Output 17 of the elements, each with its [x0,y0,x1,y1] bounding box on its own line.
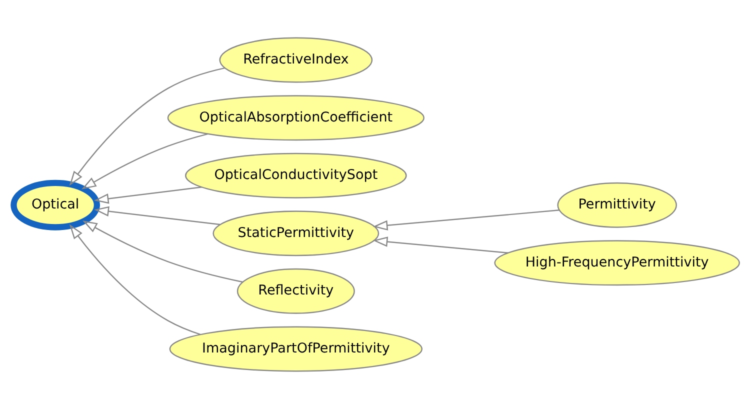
node-ellipse: OpticalConductivitySopt [185,152,407,198]
node-ellipse: High-FrequencyPermittivity [494,240,740,286]
node-ellipse: Optical [10,180,100,230]
arrow [82,220,243,283]
node-ellipse: StaticPermittivity [212,210,380,256]
arrow [94,186,202,204]
arrow [94,206,220,226]
node-ellipse: OpticalAbsorptionCoefficient [167,95,424,141]
arrow [372,210,560,231]
node-ellipse: Reflectivity [236,268,355,314]
node-ellipse: RefractiveIndex [219,37,373,83]
node-ellipse: Permittivity [557,182,677,228]
node-ellipse: ImaginaryPartOfPermittivity [169,326,422,372]
arrow [372,236,508,254]
arrow [69,224,201,335]
arrow [82,133,208,190]
arrow [69,67,225,186]
